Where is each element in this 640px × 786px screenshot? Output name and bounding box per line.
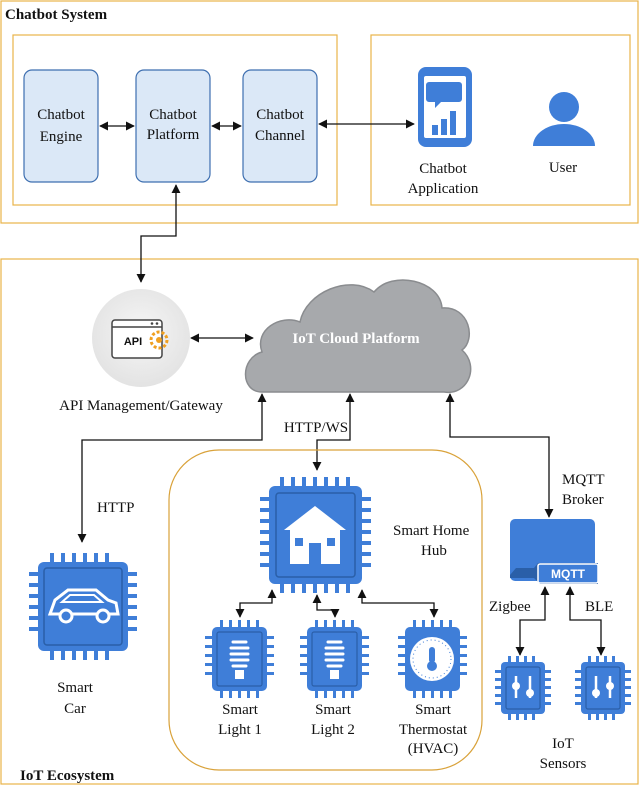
http-ws-label: HTTP/WS	[284, 420, 348, 436]
iot-sensor-2-device[interactable]	[575, 656, 631, 720]
smart-home-hub[interactable]	[260, 477, 371, 593]
smart-thermostat-label-line3: (HVAC)	[408, 741, 459, 757]
user-icon	[533, 92, 595, 146]
iot-cloud-platform[interactable]: IoT Cloud Platform	[244, 279, 472, 393]
chatbot-application-label-line1: Chatbot	[419, 161, 467, 177]
iot-sensor-1-device[interactable]	[495, 656, 551, 720]
user-label: User	[549, 160, 577, 176]
chatbot-engine-label-line2: Engine	[40, 129, 83, 145]
smart-home-hub-label-line1: Smart Home	[393, 523, 470, 539]
smart-car-device[interactable]	[29, 553, 137, 660]
smart-thermostat-label-line1: Smart	[415, 702, 452, 718]
mqtt-broker-label-line2: Broker	[562, 492, 604, 508]
smart-light-1-label-line2: Light 1	[218, 722, 262, 738]
smart-car-label-line2: Car	[64, 701, 86, 717]
chatbot-platform-label-line2: Platform	[147, 127, 200, 143]
smart-light-1-device[interactable]	[205, 620, 274, 698]
chatbot-channel-box[interactable]: Chatbot Channel	[242, 69, 318, 183]
chatbot-engine-label-line1: Chatbot	[37, 107, 85, 123]
smart-thermostat-label-line2: Thermostat	[399, 722, 468, 738]
iot-ecosystem-region	[0, 258, 639, 785]
smart-light-2-label-line1: Smart	[315, 702, 352, 718]
iot-cloud-label: IoT Cloud Platform	[292, 331, 420, 347]
zigbee-label: Zigbee	[489, 599, 531, 615]
iot-ecosystem-title: IoT Ecosystem	[20, 768, 115, 784]
cloud-mqtt-connector	[445, 393, 554, 518]
hub-light1-connector	[235, 589, 277, 618]
mqtt-broker-icon[interactable]: MQTT	[510, 519, 599, 584]
platform-gateway-connector	[136, 184, 181, 283]
mqtt-ble-connector	[565, 586, 606, 656]
cloud-hub-connector	[312, 393, 355, 471]
smart-car-label-line1: Smart	[57, 680, 94, 696]
chatbot-platform-box[interactable]: Chatbot Platform	[135, 69, 211, 183]
cloud-car-connector	[77, 393, 267, 543]
api-gateway-icon: API	[92, 289, 190, 387]
smart-light-1-label-line1: Smart	[222, 702, 259, 718]
iot-sensors-label-line2: Sensors	[540, 756, 587, 772]
smart-light-2-device[interactable]	[300, 620, 369, 698]
chatbot-platform-label-line1: Chatbot	[149, 107, 197, 123]
hub-thermostat-connector	[357, 589, 439, 618]
chatbot-channel-label-line2: Channel	[255, 128, 305, 144]
chatbot-channel-label-line1: Chatbot	[256, 107, 304, 123]
smart-home-region	[168, 449, 483, 771]
chatbot-client-group	[370, 34, 631, 206]
mqtt-icon-text: MQTT	[551, 567, 586, 581]
smart-light-2-label-line2: Light 2	[311, 722, 355, 738]
http-label: HTTP	[97, 500, 135, 516]
ble-label: BLE	[585, 599, 613, 615]
chatbot-engine-box[interactable]: Chatbot Engine	[23, 69, 99, 183]
mqtt-zigbee-connector	[515, 586, 550, 656]
api-icon-text: API	[124, 336, 142, 348]
chatbot-system-title: Chatbot System	[5, 7, 108, 23]
api-gateway-label: API Management/Gateway	[59, 398, 223, 414]
chatbot-application-label-line2: Application	[408, 181, 479, 197]
smartphone-app-icon	[418, 67, 472, 147]
smart-thermostat-device[interactable]	[398, 620, 467, 698]
hub-light2-connector	[312, 594, 340, 618]
iot-sensors-label-line1: IoT	[552, 736, 574, 752]
smart-home-hub-label-line2: Hub	[421, 543, 447, 559]
chatbot-system-region	[0, 0, 639, 224]
mqtt-broker-label-line1: MQTT	[562, 472, 605, 488]
